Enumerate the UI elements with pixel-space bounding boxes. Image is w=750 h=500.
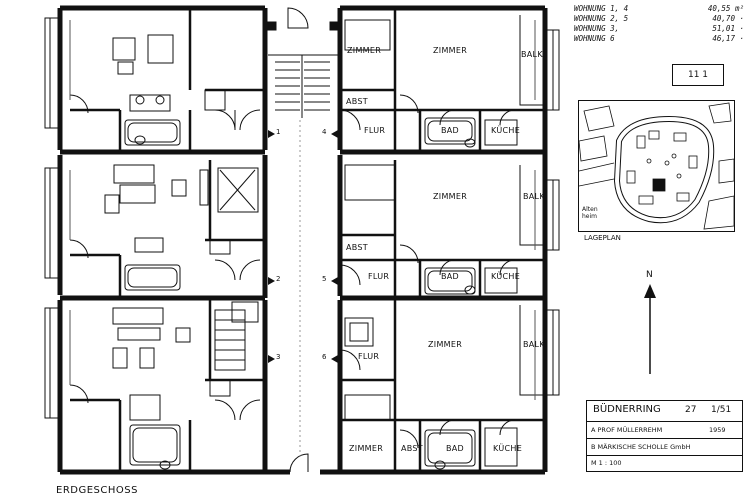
balconies-left xyxy=(44,17,62,419)
unit-number-1: 1 xyxy=(276,128,281,136)
title-block: BÜDNERRING 27 1/51 A PROF MÜLLERREHM 195… xyxy=(586,400,743,472)
room-label-abst: ABST xyxy=(401,444,423,453)
site-plan-caption: LAGEPLAN xyxy=(584,234,621,242)
unit-number-6: 6 xyxy=(322,353,327,361)
interior-walls-left xyxy=(70,10,265,472)
street-name: BÜDNERRING xyxy=(593,404,661,415)
legend-row: WOHNUNG 3,51,01 · xyxy=(574,24,744,33)
unit-number-5: 5 xyxy=(322,275,327,283)
unit-number-3: 3 xyxy=(276,353,281,361)
room-label-kueche: KÜCHE xyxy=(491,126,521,135)
room-label-zimmer: ZIMMER xyxy=(433,192,468,201)
room-label-balk: BALK. xyxy=(521,50,546,59)
room-label-abst: ABST xyxy=(346,243,368,252)
site-map-label: Alten heim xyxy=(582,206,598,220)
architect-row: A PROF MÜLLERREHM 1959 xyxy=(587,421,742,438)
floor-name: ERDGESCHOSS xyxy=(56,485,138,496)
site-plan-map: Alten heim xyxy=(578,100,735,232)
room-label-flur: FLUR xyxy=(364,126,386,135)
scale-row: M 1 : 100 xyxy=(587,455,742,471)
room-label-zimmer: ZIMMER xyxy=(433,46,468,55)
interior-walls-right xyxy=(340,10,545,472)
unit-number-4: 4 xyxy=(322,128,327,136)
room-label-kueche: KÜCHE xyxy=(493,444,523,453)
north-label: N xyxy=(646,270,653,280)
stair-core xyxy=(267,7,339,473)
room-label-zimmer: ZIMMER xyxy=(349,444,384,453)
room-label-zimmer: ZIMMER xyxy=(347,46,382,55)
sheet-number: 1/51 xyxy=(711,405,732,415)
site-plan-drawing xyxy=(579,102,734,230)
room-label-balk: BALK. xyxy=(523,192,548,201)
builder-row: B MÄRKISCHE SCHOLLE GmbH xyxy=(587,438,742,455)
unit-entry-markers xyxy=(268,130,338,363)
sheet-tag: 11 1 xyxy=(672,64,724,86)
furniture xyxy=(104,19,396,421)
north-arrow-icon xyxy=(644,284,656,374)
room-label-flur: FLUR xyxy=(358,352,380,361)
room-label-balk: BALK. xyxy=(523,340,548,349)
balconies-right xyxy=(519,15,560,396)
room-label-zimmer: ZIMMER xyxy=(428,340,463,349)
room-label-bad: BAD xyxy=(441,272,460,281)
room-label-abst: ABST xyxy=(346,97,368,106)
room-label-bad: BAD xyxy=(441,126,460,135)
unit-number-2: 2 xyxy=(276,275,281,283)
room-label-kueche: KÜCHE xyxy=(491,272,521,281)
room-label-bad: BAD xyxy=(446,444,465,453)
room-label-flur: FLUR xyxy=(368,272,390,281)
window-lines xyxy=(69,20,536,400)
sanitary-fixtures xyxy=(124,117,518,470)
house-number: 27 xyxy=(685,405,697,415)
